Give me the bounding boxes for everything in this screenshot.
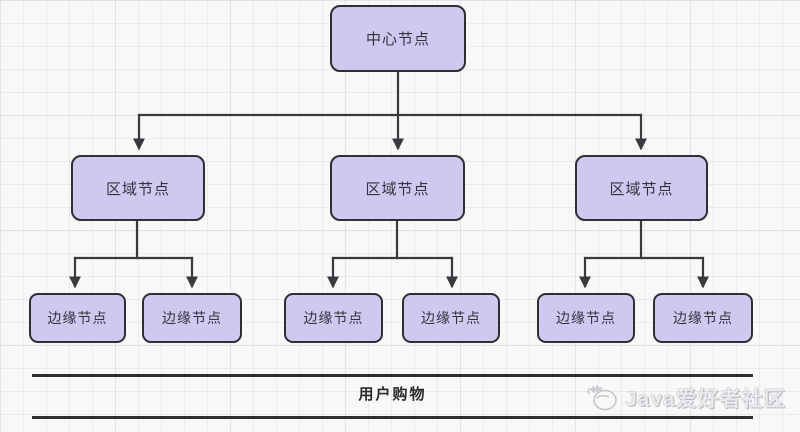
community-logo-icon bbox=[587, 385, 617, 411]
edge-node-label: 边缘节点 bbox=[421, 310, 481, 326]
regional-node-label: 区域节点 bbox=[365, 180, 430, 198]
edge-node-6: 边缘节点 bbox=[653, 293, 753, 343]
connector-regional1-to-edges bbox=[68, 220, 199, 289]
watermark-text: Java爱好者社区 bbox=[625, 388, 786, 411]
edge-node-label: 边缘节点 bbox=[673, 310, 733, 326]
footer-top-divider bbox=[32, 374, 753, 377]
connector-regional3-to-edges bbox=[578, 220, 710, 289]
regional-node-3: 区域节点 bbox=[575, 155, 708, 221]
edge-node-label: 边缘节点 bbox=[47, 310, 108, 326]
connector-regional2-to-edges bbox=[326, 220, 459, 289]
edge-node-label: 边缘节点 bbox=[162, 310, 222, 326]
regional-node-2: 区域节点 bbox=[330, 155, 465, 221]
edge-node-label: 边缘节点 bbox=[303, 310, 364, 326]
edge-node-label: 边缘节点 bbox=[556, 310, 616, 326]
edge-node-2: 边缘节点 bbox=[142, 293, 242, 343]
regional-node-1: 区域节点 bbox=[71, 155, 205, 221]
edge-node-4: 边缘节点 bbox=[402, 293, 500, 343]
regional-node-label: 区域节点 bbox=[105, 180, 170, 198]
footer-label: 用户购物 bbox=[358, 386, 427, 403]
regional-node-label: 区域节点 bbox=[609, 180, 674, 198]
edge-node-1: 边缘节点 bbox=[29, 293, 126, 343]
connector-central-to-regional bbox=[132, 70, 648, 151]
edge-node-5: 边缘节点 bbox=[537, 293, 635, 343]
footer-bottom-divider bbox=[32, 416, 753, 419]
central-node-label: 中心节点 bbox=[365, 31, 430, 48]
watermark: Java爱好者社区 bbox=[586, 383, 786, 413]
central-node: 中心节点 bbox=[330, 5, 466, 72]
edge-node-3: 边缘节点 bbox=[284, 293, 383, 343]
